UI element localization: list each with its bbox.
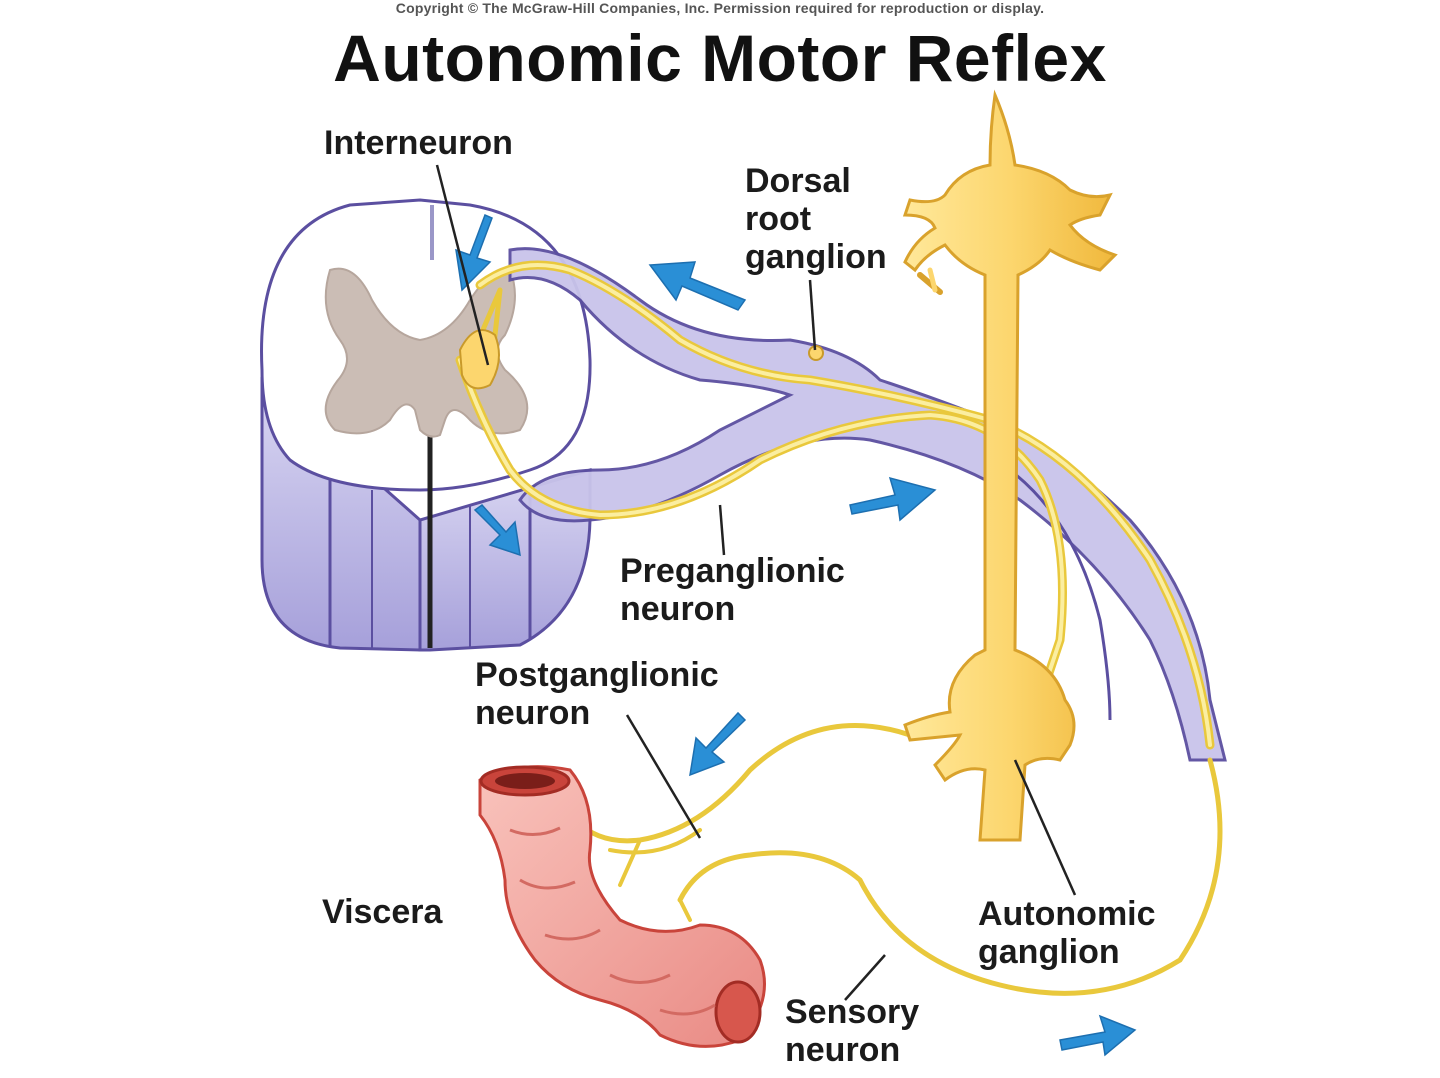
label-dorsal-root-ganglion-line1: Dorsal xyxy=(745,162,851,200)
arrow-sensory-return xyxy=(1059,1014,1137,1057)
interneuron-cell xyxy=(458,329,500,390)
label-dorsal-root-ganglion-line3: ganglion xyxy=(745,238,887,277)
leader-preganglionic xyxy=(718,504,726,556)
diagram-title: Autonomic Motor Reflex xyxy=(333,21,1107,95)
label-viscera: Viscera xyxy=(322,893,443,931)
label-dorsal-root-ganglion: Dorsal root ganglion xyxy=(745,162,887,276)
label-postganglionic-line2: neuron xyxy=(475,694,591,733)
label-dorsal-root-ganglion-line2: root xyxy=(745,200,812,239)
leader-interneuron xyxy=(435,164,490,366)
label-autonomic-ganglion-line2: ganglion xyxy=(978,933,1120,972)
label-autonomic-ganglion-line1: Autonomic xyxy=(978,895,1156,933)
viscera-organ xyxy=(478,765,766,1048)
label-autonomic-ganglion: Autonomic ganglion xyxy=(978,895,1156,971)
label-sensory-neuron-line1: Sensory xyxy=(785,993,920,1031)
label-preganglionic-neuron: Preganglionic neuron xyxy=(620,552,845,628)
leader-autonomic-ganglion xyxy=(1013,759,1077,896)
label-postganglionic-neuron: Postganglionic neuron xyxy=(475,656,719,732)
leader-sensory xyxy=(844,954,886,1001)
leader-lines xyxy=(435,164,1077,1001)
nerve-sheath xyxy=(508,247,1227,762)
label-preganglionic-line2: neuron xyxy=(620,590,736,629)
arrow-sensory-in xyxy=(648,261,747,311)
label-postganglionic-line1: Postganglionic xyxy=(475,656,719,694)
arrow-motor-out xyxy=(849,476,937,522)
label-sensory-neuron: Sensory neuron xyxy=(785,993,919,1069)
arrow-ventral-root xyxy=(473,503,521,557)
label-preganglionic-line1: Preganglionic xyxy=(620,552,845,590)
label-sensory-neuron-line2: neuron xyxy=(785,1031,901,1070)
arrow-to-viscera xyxy=(689,711,747,777)
leader-postganglionic xyxy=(625,714,702,839)
nerve-fibers xyxy=(455,260,1223,996)
label-interneuron: Interneuron xyxy=(324,124,513,162)
ganglion-neuron xyxy=(902,89,1118,842)
leader-dorsal-root-ganglion xyxy=(808,279,817,351)
copyright-notice: Copyright © The McGraw-Hill Companies, I… xyxy=(395,0,1045,16)
